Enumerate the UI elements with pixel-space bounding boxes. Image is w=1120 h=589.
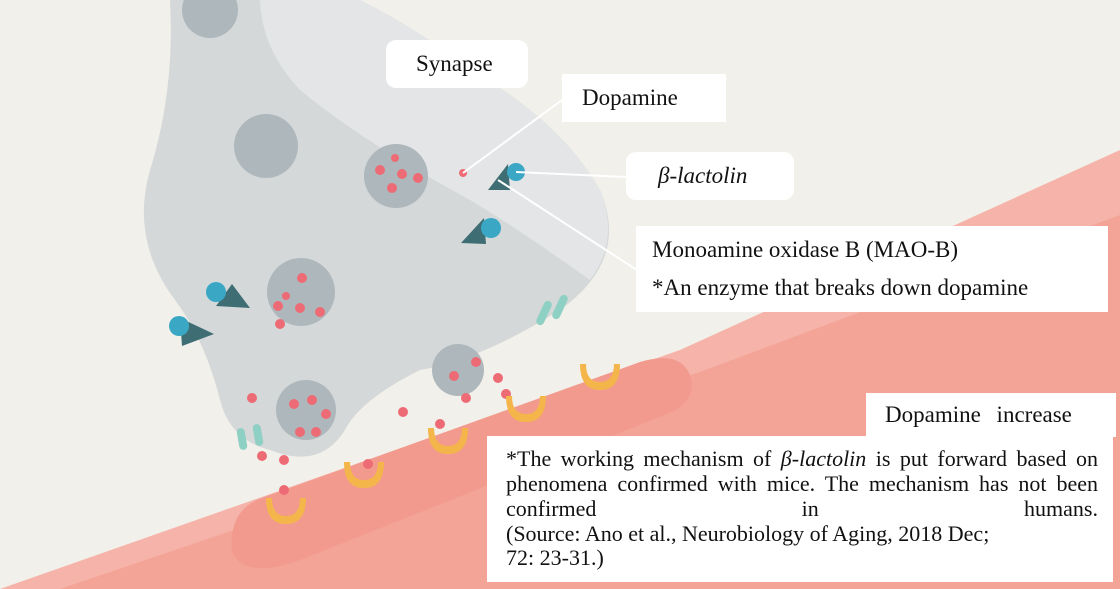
vesicle: [267, 258, 335, 326]
vesicle: [364, 144, 428, 208]
mao-b-enzymes: [169, 163, 525, 346]
footnote-prefix: *The working mechanism of: [506, 446, 781, 471]
footnote: *The working mechanism of β-lactolin is …: [487, 436, 1113, 582]
beta-lactolin-label: β-lactolin: [626, 152, 794, 200]
mao-b-label: Monoamine oxidase B (MAO-B) *An enzyme t…: [636, 226, 1108, 312]
mao-b-title: Monoamine oxidase B (MAO-B): [652, 237, 958, 262]
vesicle: [234, 114, 298, 178]
postsynaptic-membrane: [231, 358, 692, 569]
dopamine-receptors: [266, 364, 620, 524]
presynaptic-neuron-highlight: [260, 0, 608, 280]
vesicle: [182, 0, 238, 38]
dopamine-label: Dopamine: [562, 74, 726, 122]
dopamine-increase-label: Dopamine increase: [866, 393, 1116, 437]
footnote-source: (Source: Ano et al., Neurobiology of Agi…: [506, 520, 1098, 572]
transporters: [236, 294, 568, 450]
source-line-1: (Source: Ano et al., Neurobiology of Agi…: [506, 520, 990, 546]
vesicle: [276, 380, 336, 440]
source-line-2: 72: 23-31.): [506, 545, 604, 571]
dopamine-molecules-vesicles: [273, 154, 423, 437]
callout-lines: [462, 99, 641, 273]
footnote-suffix: is put forward based on phenomena confir…: [506, 446, 1098, 521]
vesicle: [432, 344, 484, 396]
footnote-mechanism: *The working mechanism of β-lactolin is …: [506, 446, 1098, 522]
synapse-label: Synapse: [386, 40, 528, 88]
mao-b-description: *An enzyme that breaks down dopamine: [652, 274, 1029, 300]
footnote-term: β-lactolin: [780, 446, 867, 471]
